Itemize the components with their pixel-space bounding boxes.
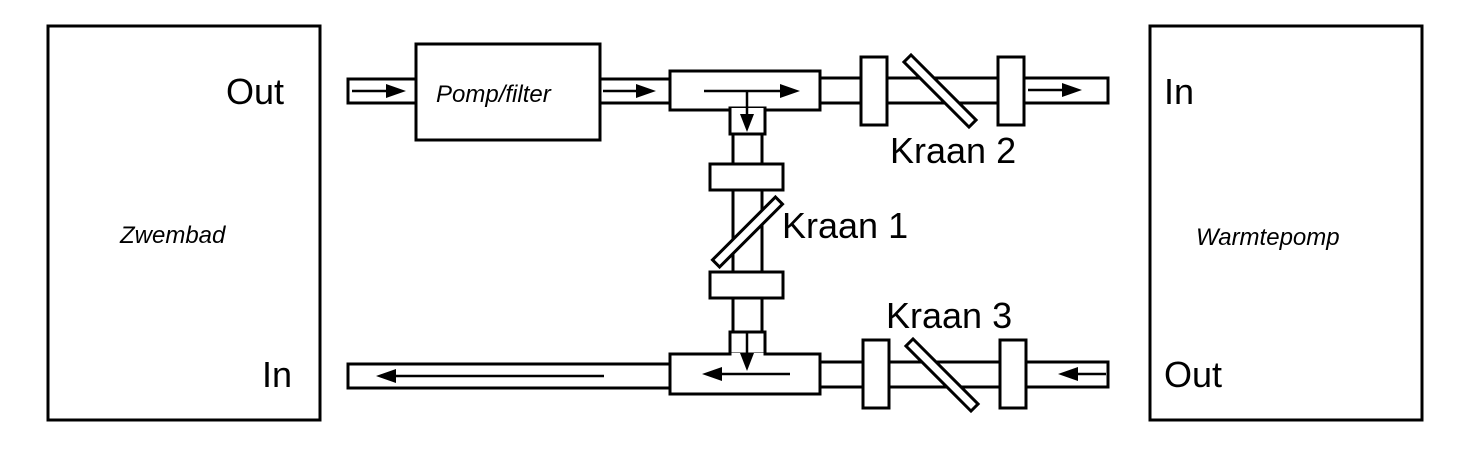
warmtepomp-label: Warmtepomp xyxy=(1196,224,1340,251)
zwembad-label: Zwembad xyxy=(119,222,226,249)
flow-arrow-right-icon xyxy=(704,84,800,98)
warmtepomp-in-label: In xyxy=(1164,71,1194,112)
zwembad-in-label: In xyxy=(262,354,292,395)
pomp-filter-label: Pomp/filter xyxy=(436,81,552,108)
zwembad-out-label: Out xyxy=(226,71,284,112)
kraan-3-valve: Kraan 3 xyxy=(861,295,1028,414)
pomp-filter-box: Pomp/filter xyxy=(414,42,602,142)
kraan-1-label: Kraan 1 xyxy=(782,205,908,246)
kraan-2-valve: Kraan 2 xyxy=(859,52,1026,171)
flow-arrow-right-icon xyxy=(1028,83,1082,97)
kraan-1-valve: Kraan 1 xyxy=(708,162,908,300)
flow-arrow-down-icon xyxy=(740,333,754,371)
flow-arrow-left-icon xyxy=(1058,367,1106,381)
flow-arrow-left-icon xyxy=(702,367,790,381)
flow-arrow-right-icon xyxy=(352,84,406,98)
flow-arrow-left-icon xyxy=(376,369,604,383)
kraan-2-label: Kraan 2 xyxy=(890,130,1016,171)
zwembad-box: Zwembad Out In xyxy=(46,24,322,422)
kraan-3-label: Kraan 3 xyxy=(886,295,1012,336)
flow-arrow-right-icon xyxy=(603,84,656,98)
flow-arrows xyxy=(352,83,1106,383)
flow-arrow-down-icon xyxy=(740,91,754,132)
warmtepomp-out-label: Out xyxy=(1164,354,1222,395)
warmtepomp-box: Warmtepomp In Out xyxy=(1148,24,1424,422)
